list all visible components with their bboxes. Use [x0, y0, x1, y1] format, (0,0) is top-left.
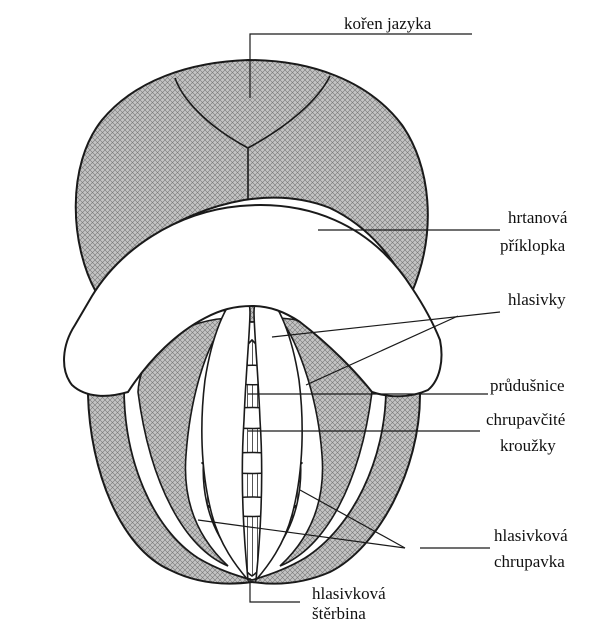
- label-hrtanova-line1: hrtanová: [508, 208, 567, 228]
- label-hlasivkova-chrupavka-line2: chrupavka: [494, 552, 565, 572]
- label-hrtanova-line2: příklopka: [500, 236, 565, 256]
- label-hlasivky: hlasivky: [508, 290, 566, 310]
- label-chrupavcite-line2: kroužky: [500, 436, 556, 456]
- label-chrupavcite-line1: chrupavčité: [486, 410, 565, 430]
- label-hlasivkova-chrupavka-line1: hlasivková: [494, 526, 568, 546]
- label-hlasivkova-sterbina-line1: hlasivková: [312, 584, 386, 604]
- label-prudusnice: průdušnice: [490, 376, 565, 396]
- label-koren-jazyka: kořen jazyka: [344, 14, 431, 34]
- label-hlasivkova-sterbina-line2: štěrbina: [312, 604, 366, 624]
